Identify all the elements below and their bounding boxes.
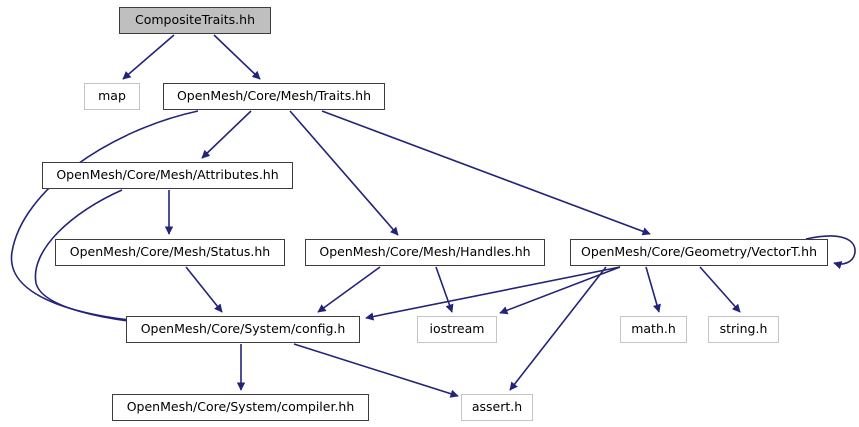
node-assert-h[interactable]: assert.h — [461, 394, 533, 421]
node-label: map — [98, 88, 126, 104]
node-label: iostream — [429, 321, 485, 337]
edge-traits-vectort — [321, 110, 651, 236]
node-label: OpenMesh/Core/Geometry/VectorT.hh — [581, 244, 817, 260]
node-label: OpenMesh/Core/Mesh/Traits.hh — [176, 88, 372, 104]
edge-vectort-math — [645, 266, 661, 313]
node-map[interactable]: map — [84, 83, 140, 110]
edge-status-config — [185, 266, 223, 313]
edge-vectort-iostream — [499, 266, 621, 315]
node-traits-hh[interactable]: OpenMesh/Core/Mesh/Traits.hh — [163, 83, 385, 110]
node-label: OpenMesh/Core/System/config.h — [140, 321, 346, 337]
node-handles-hh[interactable]: OpenMesh/Core/Mesh/Handles.hh — [305, 239, 545, 266]
edge-handles-iostream — [435, 266, 454, 313]
node-config-h[interactable]: OpenMesh/Core/System/config.h — [126, 316, 360, 343]
edge-vectort-string — [699, 266, 741, 313]
edge-attributes-config — [34, 189, 159, 328]
node-label: string.h — [719, 321, 768, 337]
edge-composite_traits-traits — [213, 34, 261, 80]
node-math-h[interactable]: math.h — [620, 316, 687, 343]
edge-composite_traits-map — [122, 34, 175, 80]
node-compiler-hh[interactable]: OpenMesh/Core/System/compiler.hh — [112, 394, 369, 421]
edge-traits-handles — [289, 110, 399, 236]
node-iostream[interactable]: iostream — [417, 316, 497, 343]
node-label: OpenMesh/Core/System/compiler.hh — [126, 399, 355, 415]
node-vectort-hh[interactable]: OpenMesh/Core/Geometry/VectorT.hh — [570, 239, 828, 266]
node-string-h[interactable]: string.h — [708, 316, 779, 343]
node-label: OpenMesh/Core/Mesh/Attributes.hh — [56, 167, 279, 183]
node-status-hh[interactable]: OpenMesh/Core/Mesh/Status.hh — [55, 239, 285, 266]
node-label: math.h — [631, 321, 676, 337]
node-composite-traits-hh[interactable]: CompositeTraits.hh — [119, 7, 271, 34]
edge-config-assert — [293, 343, 459, 398]
node-label: assert.h — [471, 399, 523, 415]
edge-traits-attributes — [201, 110, 252, 159]
edge-vectort-vectort-selfloop — [805, 235, 856, 270]
edge-vectort-assert — [509, 266, 607, 391]
node-label: OpenMesh/Core/Mesh/Status.hh — [69, 244, 271, 260]
node-label: OpenMesh/Core/Mesh/Handles.hh — [319, 244, 531, 260]
node-label: CompositeTraits.hh — [134, 12, 255, 28]
node-attributes-hh[interactable]: OpenMesh/Core/Mesh/Attributes.hh — [42, 162, 293, 189]
edge-vectort-config — [365, 266, 621, 321]
edge-handles-config — [317, 266, 381, 313]
